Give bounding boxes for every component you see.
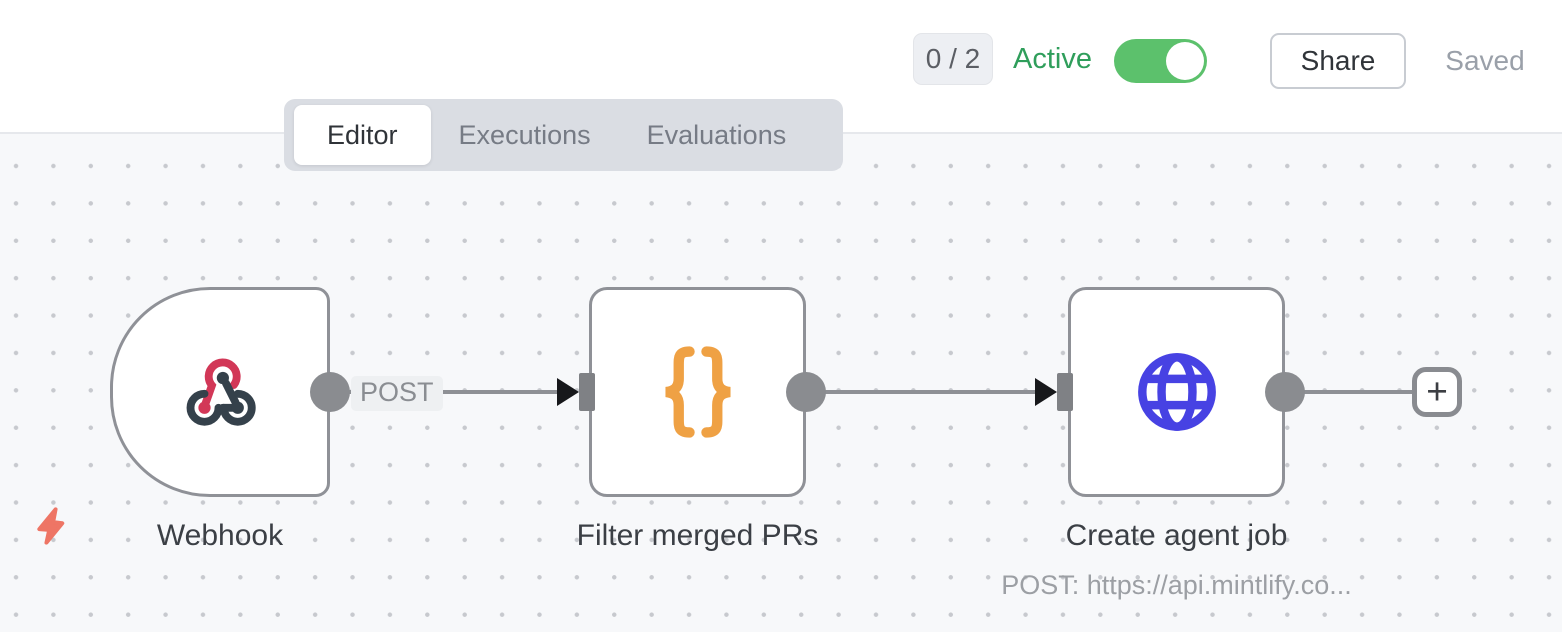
connection-webhook-filter[interactable] (332, 390, 558, 394)
node-label-filter: Filter merged PRs (576, 519, 819, 552)
trigger-bolt-icon (37, 507, 65, 545)
output-endpoint-filter[interactable] (786, 372, 826, 412)
tab-executions[interactable]: Executions (458, 119, 591, 150)
input-endpoint-http[interactable] (1057, 373, 1073, 411)
connection-arrowhead (1035, 378, 1057, 406)
node-create-agent-job[interactable] (1068, 287, 1285, 497)
connection-filter-http[interactable] (808, 390, 1036, 394)
add-node-button[interactable]: + (1412, 367, 1462, 417)
curly-braces-icon (664, 346, 731, 438)
save-status: Saved (1445, 45, 1525, 76)
output-endpoint-webhook[interactable] (310, 372, 350, 412)
view-tabs: Editor Executions Evaluations (284, 99, 843, 171)
output-endpoint-http[interactable] (1265, 372, 1305, 412)
node-filter-merged-prs[interactable] (589, 287, 806, 497)
tab-evaluations[interactable]: Evaluations (646, 119, 787, 150)
connection-output-label: POST (351, 376, 443, 411)
node-subtitle-http: POST: https://api.mintlify.co... (1001, 570, 1352, 600)
toggle-knob (1166, 42, 1204, 80)
connection-http-add[interactable] (1287, 390, 1412, 394)
input-endpoint-filter[interactable] (579, 373, 595, 411)
active-label: Active (1013, 42, 1092, 75)
tab-editor[interactable]: Editor (294, 105, 431, 165)
plus-icon: + (1426, 371, 1448, 412)
webhook-icon (186, 358, 256, 426)
share-button[interactable]: Share (1270, 33, 1406, 89)
issues-counter-badge[interactable]: 0 / 2 (913, 33, 993, 85)
globe-icon (1137, 353, 1216, 431)
connection-arrowhead (557, 378, 579, 406)
node-label-http: Create agent job (1065, 519, 1288, 552)
node-webhook[interactable] (110, 287, 330, 497)
active-toggle[interactable] (1114, 39, 1207, 83)
node-label-webhook: Webhook (156, 519, 284, 552)
